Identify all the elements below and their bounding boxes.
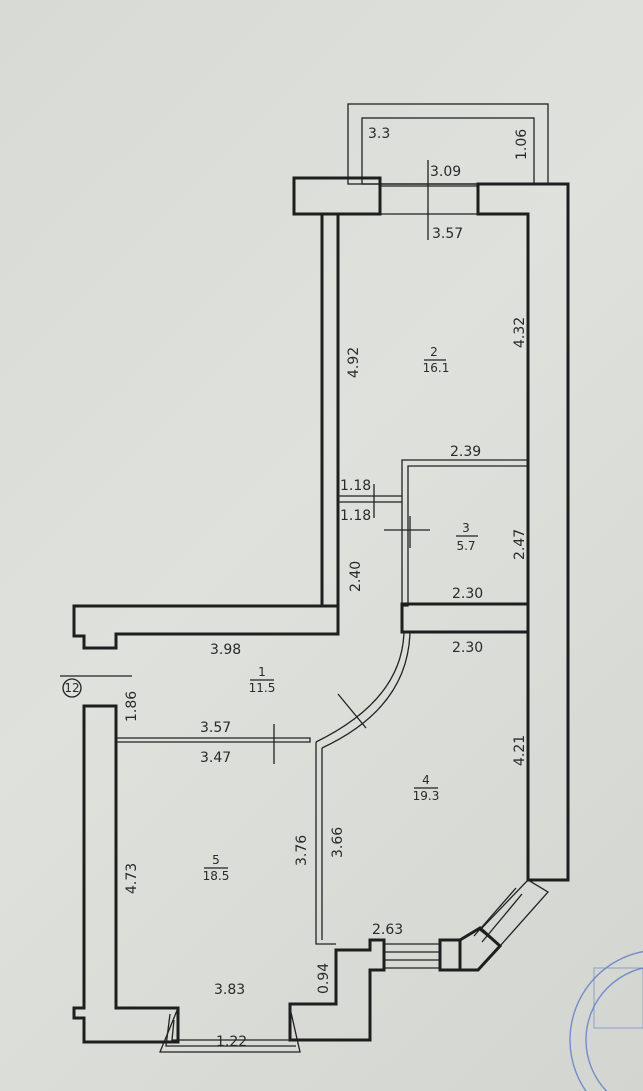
balcony xyxy=(347,103,549,240)
room-3-area: 5.7 xyxy=(456,539,475,553)
room-5-area: 18.5 xyxy=(203,869,230,883)
dim-2-30-b: 2.30 xyxy=(452,640,483,656)
dim-3-98: 3.98 xyxy=(210,642,241,658)
dim-1-18-b: 1.18 xyxy=(340,508,371,524)
dim-4-73: 4.73 xyxy=(124,863,140,894)
dim-4-92: 4.92 xyxy=(346,347,362,378)
stamp-seal xyxy=(569,950,643,1091)
dim-1-22: 1.22 xyxy=(216,1034,247,1050)
dim-4-32: 4.32 xyxy=(512,317,528,348)
dim-2-47: 2.47 xyxy=(512,529,528,560)
room-2-number: 2 xyxy=(430,345,438,359)
dim-1-18-a: 1.18 xyxy=(340,478,371,494)
room-1-area: 11.5 xyxy=(249,681,276,695)
room-2-area: 16.1 xyxy=(423,361,450,375)
dim-3-57-top: 3.57 xyxy=(432,226,463,242)
room-1-number: 1 xyxy=(258,665,266,679)
dim-2-40: 2.40 xyxy=(348,561,364,592)
dim-4-21: 4.21 xyxy=(512,735,528,766)
dim-2-63: 2.63 xyxy=(372,922,403,938)
room-label-5: 5 18.5 xyxy=(203,853,230,883)
dim-2-30-a: 2.30 xyxy=(452,586,483,602)
room-label-4: 4 19.3 xyxy=(413,773,440,803)
dim-1-86: 1.86 xyxy=(124,691,140,722)
balcony-width: 3.3 xyxy=(368,126,390,142)
room-label-3: 3 5.7 xyxy=(456,521,478,553)
balcony-depth: 1.06 xyxy=(514,129,530,160)
room-label-2: 2 16.1 xyxy=(423,345,450,375)
dim-3-09: 3.09 xyxy=(430,164,461,180)
dim-0-94: 0.94 xyxy=(316,963,332,994)
dim-3-57-mid: 3.57 xyxy=(200,720,231,736)
axis-marker-label: 12 xyxy=(64,681,79,695)
dim-3-83: 3.83 xyxy=(214,982,245,998)
room-5-number: 5 xyxy=(212,853,220,867)
room-3-number: 3 xyxy=(462,521,470,535)
dim-3-66: 3.66 xyxy=(330,827,346,858)
axis-marker: 12 xyxy=(62,678,82,698)
room-4-number: 4 xyxy=(422,773,430,787)
dim-2-39: 2.39 xyxy=(450,444,481,460)
exterior-walls xyxy=(72,176,570,1053)
interior-walls xyxy=(60,459,530,945)
dim-3-47: 3.47 xyxy=(200,750,231,766)
dim-3-76: 3.76 xyxy=(294,835,310,866)
room-4-area: 19.3 xyxy=(413,789,440,803)
room-label-1: 1 11.5 xyxy=(249,665,276,695)
